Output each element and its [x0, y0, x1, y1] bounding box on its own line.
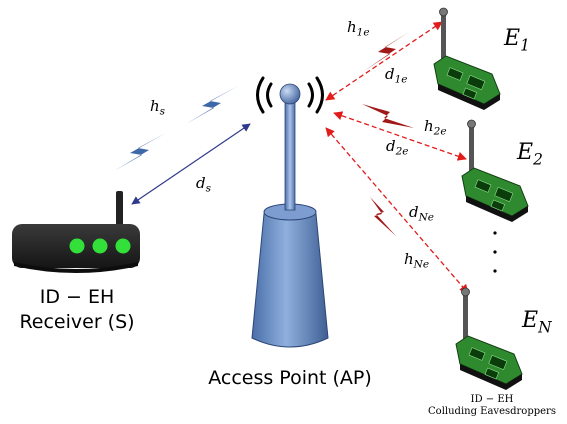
bolt-hs2-icon	[114, 133, 166, 171]
label-h1e: h1e	[347, 18, 370, 39]
label-E2: E2	[517, 140, 543, 169]
label-h2e: h2e	[424, 117, 447, 138]
receiver-label-line2: Receiver (S)	[19, 311, 135, 333]
tower-body	[251, 206, 329, 348]
access-point-tower	[251, 76, 329, 348]
link-dNe	[325, 127, 469, 294]
radio-waves-icon	[256, 76, 324, 114]
eavesdropper-device-E1	[433, 7, 501, 110]
eavesdropper-device-E2	[461, 119, 529, 222]
label-dNe: dNe	[409, 203, 435, 224]
receiver-led-1	[69, 238, 85, 254]
label-hNe: hNe	[404, 250, 430, 271]
tower-antenna-ball	[279, 83, 301, 105]
receiver-label-line1: ID − EH	[39, 286, 115, 308]
eavesdroppers-caption-line1: ID − EH	[470, 394, 514, 405]
label-E1: E1	[504, 26, 530, 55]
receiver-antenna	[116, 191, 123, 229]
bolt-hs-icon	[186, 86, 238, 124]
eavesdroppers-caption-line2: Colluding Eavesdroppers	[428, 406, 556, 417]
tower-mast	[284, 97, 296, 211]
bolt-h2e-icon	[362, 104, 414, 128]
label-d1e: d1e	[385, 65, 408, 86]
label-EN: EN	[522, 308, 552, 337]
eavesdropper-device-EN	[455, 287, 523, 390]
label-ds: ds	[196, 174, 211, 195]
receiver-led-2	[92, 238, 108, 254]
link-ds	[131, 123, 251, 205]
receiver-led-3	[115, 238, 131, 254]
receiver-label: ID − EH Receiver (S)	[12, 285, 142, 335]
label-d2e: d2e	[386, 137, 409, 158]
link-d1e	[325, 21, 443, 101]
receiver-device	[12, 191, 140, 273]
bolt-hNe-icon	[370, 197, 396, 236]
label-hs: hs	[150, 97, 166, 118]
access-point-label: Access Point (AP)	[208, 367, 372, 389]
eavesdroppers-caption: ID − EH Colluding Eavesdroppers	[420, 394, 564, 418]
ellipsis-dots	[493, 231, 497, 273]
